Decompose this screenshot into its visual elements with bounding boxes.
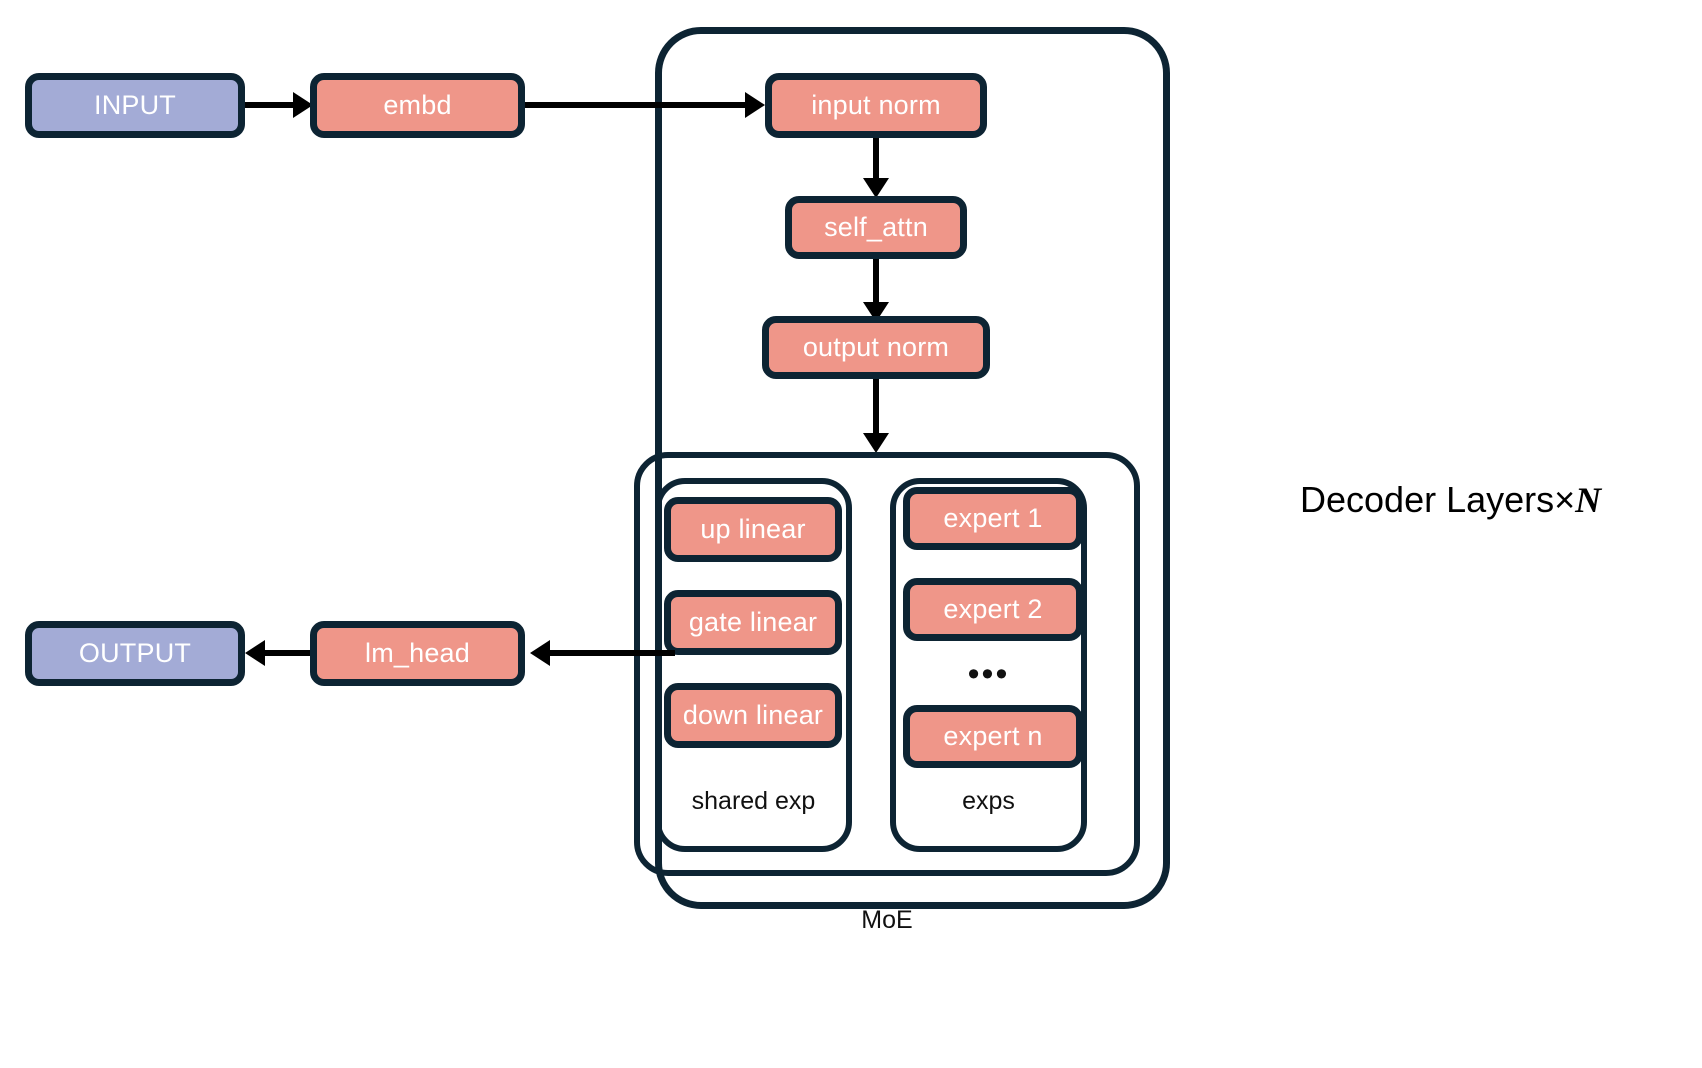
edge-embd-to-input-norm	[525, 102, 745, 108]
moe-caption: MoE	[861, 906, 913, 934]
shared-expert-caption: shared exp	[691, 787, 816, 815]
edge-output-norm-to-moe	[873, 379, 879, 437]
arrowhead-input-norm-to-self-attn	[863, 178, 889, 198]
arrowhead-input-to-embd	[293, 92, 313, 118]
shared-expert-group	[655, 478, 852, 852]
up-linear-node[interactable]: up linear	[664, 497, 842, 562]
edge-input-to-embd	[245, 102, 293, 108]
decoder-layers-annotation-prefix: Decoder Layers×	[1300, 479, 1576, 520]
edge-lm-head-to-output	[265, 650, 310, 656]
self-attn-node[interactable]: self_attn	[785, 196, 967, 259]
moe-group	[634, 452, 1140, 876]
edge-input-norm-to-self-attn	[873, 138, 879, 182]
lm-head-node[interactable]: lm_head	[310, 621, 525, 686]
input-norm-node[interactable]: input norm	[765, 73, 987, 138]
experts-ellipsis: •••	[967, 655, 1010, 693]
experts-caption: exps	[962, 787, 1015, 815]
arrowhead-moe-to-lm-head	[530, 640, 550, 666]
expert-2-node[interactable]: expert 2	[903, 578, 1083, 641]
output-norm-node[interactable]: output norm	[762, 316, 990, 379]
experts-group	[890, 478, 1087, 852]
output-node[interactable]: OUTPUT	[25, 621, 245, 686]
arrowhead-lm-head-to-output	[245, 640, 265, 666]
arrowhead-output-norm-to-moe	[863, 433, 889, 453]
arrowhead-embd-to-input-norm	[745, 92, 765, 118]
decoder-layers-annotation-variable: N	[1575, 480, 1602, 520]
edge-moe-to-lm-head	[550, 650, 675, 656]
decoder-layers-annotation: Decoder Layers×N	[1300, 479, 1602, 520]
expert-1-node[interactable]: expert 1	[903, 487, 1083, 550]
input-node[interactable]: INPUT	[25, 73, 245, 138]
expert-n-node[interactable]: expert n	[903, 705, 1083, 768]
embd-node[interactable]: embd	[310, 73, 525, 138]
gate-linear-node[interactable]: gate linear	[664, 590, 842, 655]
down-linear-node[interactable]: down linear	[664, 683, 842, 748]
edge-self-attn-to-output-norm	[873, 259, 879, 306]
